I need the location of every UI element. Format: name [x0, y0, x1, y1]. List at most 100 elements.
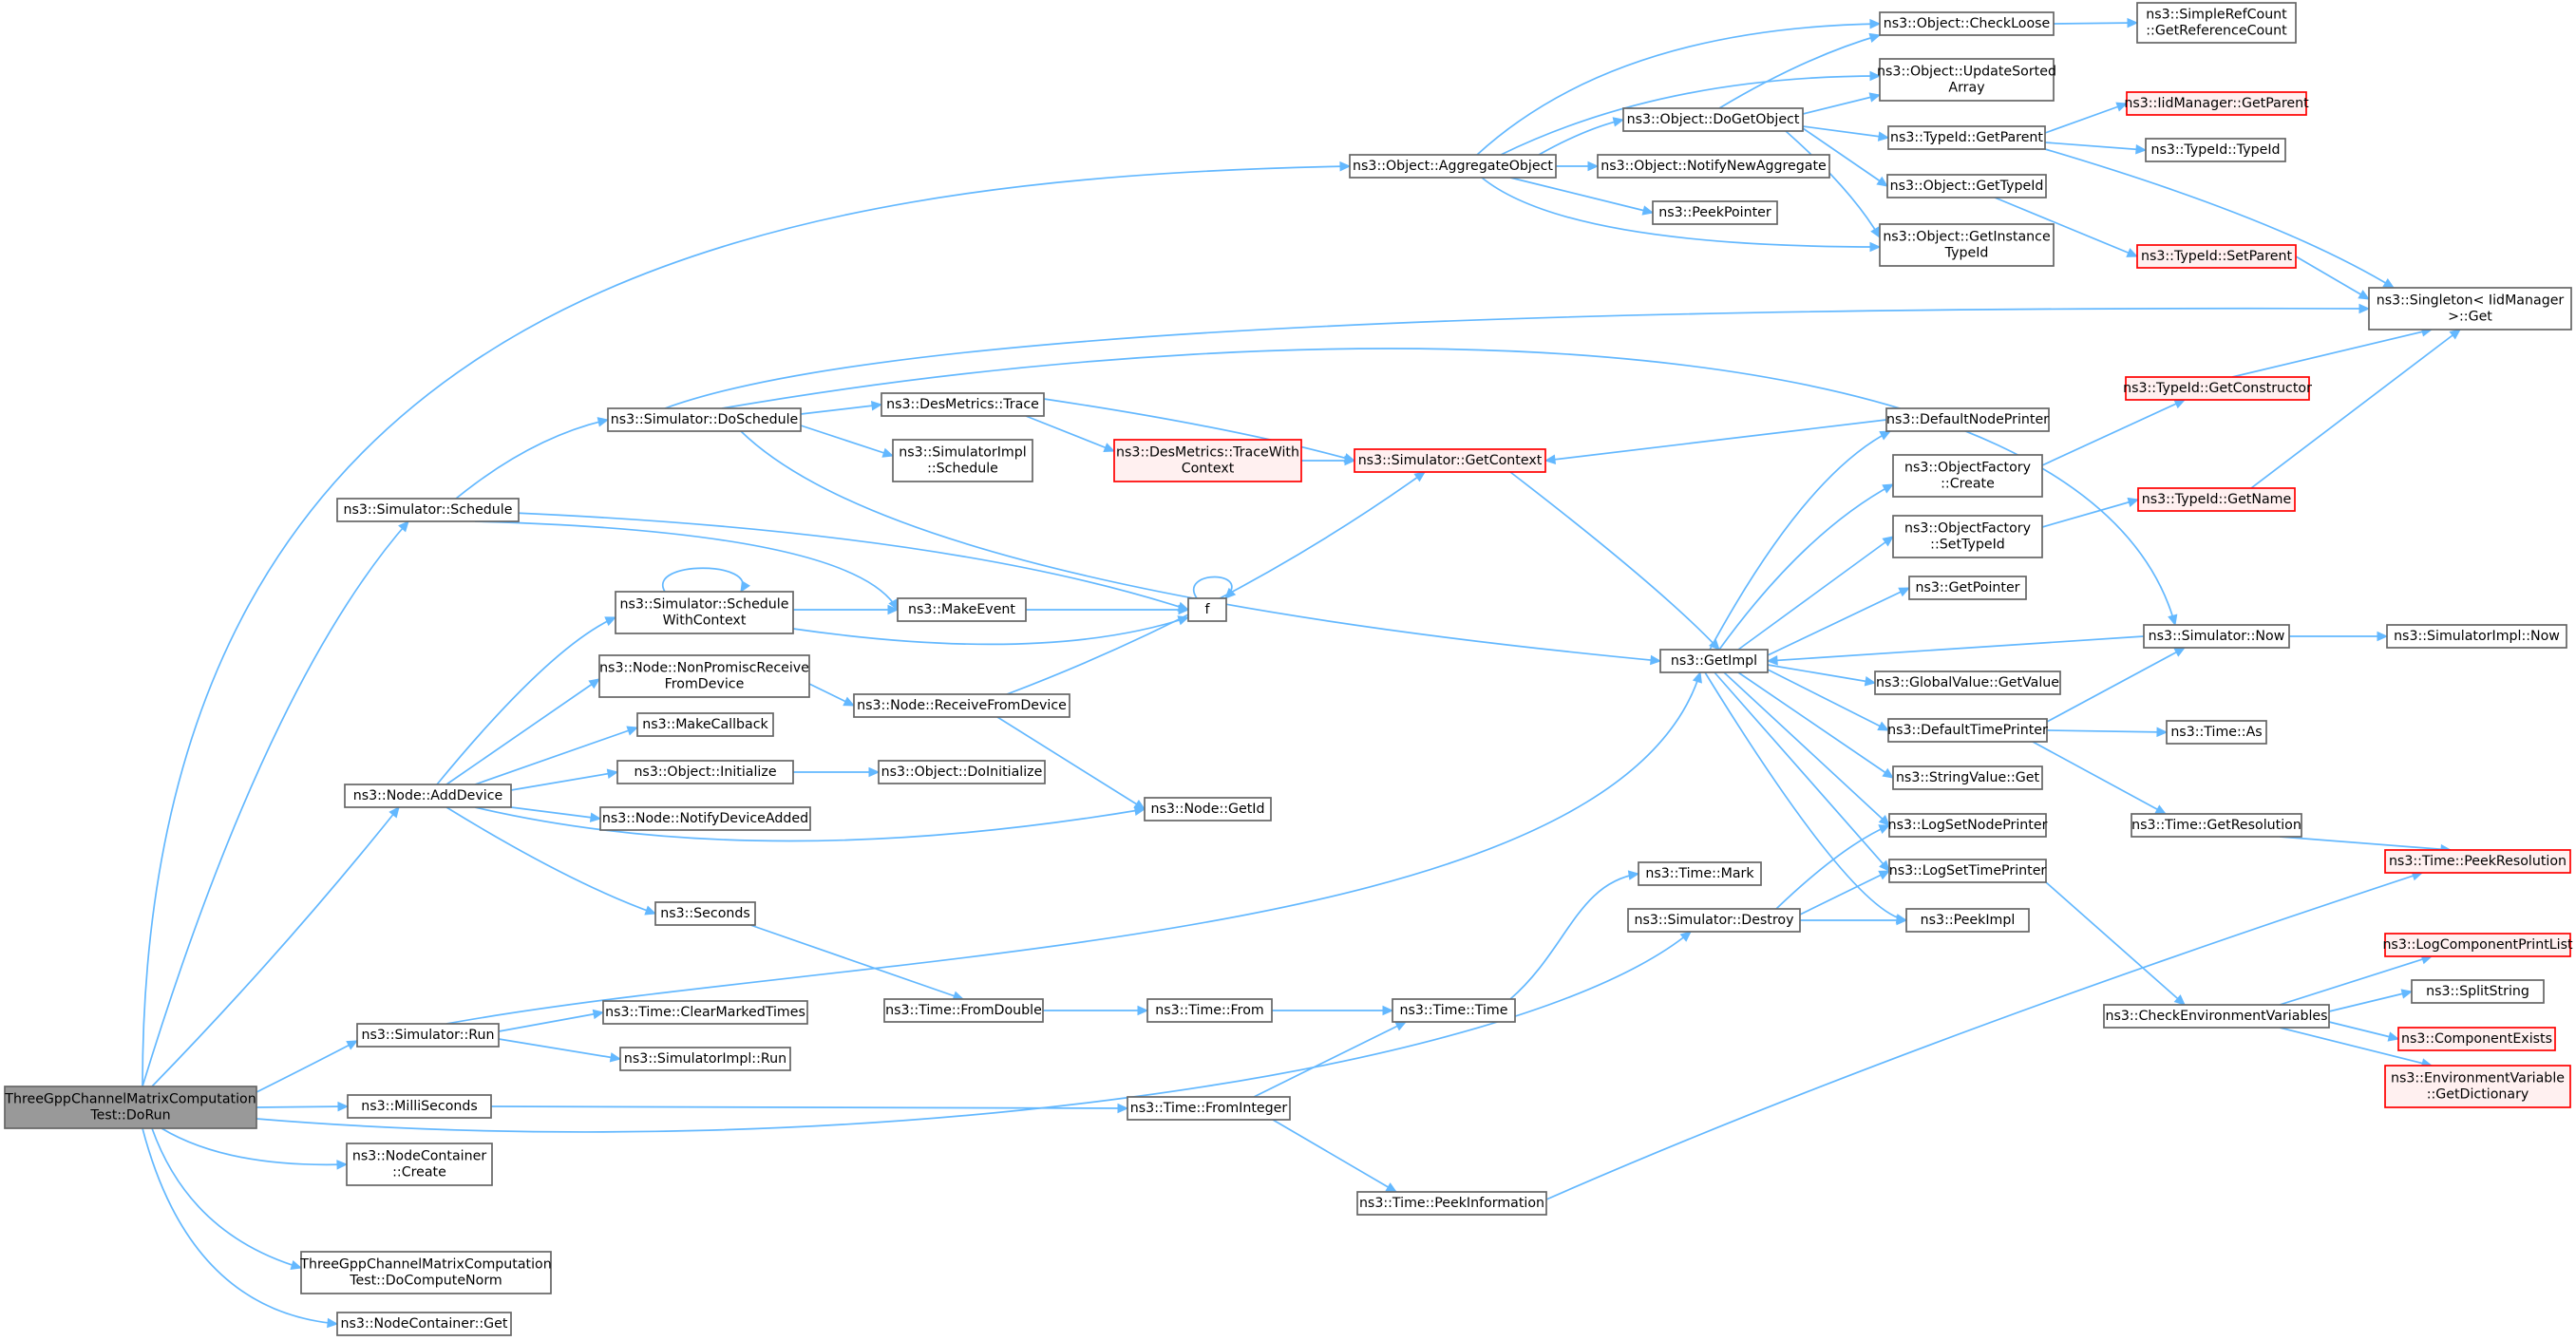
node-sim-impl-schedule[interactable]: ns3::SimulatorImpl::Schedule — [892, 439, 1033, 482]
edge-addDevice-to-schedWithCtx — [436, 616, 617, 785]
node-label: ns3::SplitString — [2426, 984, 2529, 999]
node-of-create[interactable]: ns3::ObjectFactory::Create — [1892, 454, 2043, 498]
edge-desTraceCtx-to-getContext — [1301, 455, 1356, 466]
node-time-mark[interactable]: ns3::Time::Mark — [1638, 861, 1762, 886]
node-iid-get-parent[interactable]: ns3::IidManager::GetParent — [2124, 91, 2309, 116]
node-tid-get-name[interactable]: ns3::TypeId::GetName — [2137, 487, 2296, 512]
node-obj-get-type-id[interactable]: ns3::Object::GetTypeId — [1886, 174, 2047, 198]
node-sim-impl-now[interactable]: ns3::SimulatorImpl::Now — [2386, 624, 2567, 649]
node-do-compute-norm[interactable]: ThreeGppChannelMatrixComputationTest::Do… — [299, 1251, 552, 1294]
node-sim-impl-run[interactable]: ns3::SimulatorImpl::Run — [619, 1047, 791, 1071]
node-obj-initialize[interactable]: ns3::Object::Initialize — [616, 760, 794, 784]
edge-tidGetParent-to-iidGetParent — [2044, 102, 2129, 134]
node-of-set-type-id[interactable]: ns3::ObjectFactory::SetTypeId — [1892, 515, 2043, 558]
node-label: ns3::LogComponentPrintList — [2382, 937, 2573, 953]
node-tid-get-parent[interactable]: ns3::TypeId::GetParent — [1887, 125, 2046, 150]
node-nc-get[interactable]: ns3::NodeContainer::Get — [336, 1312, 512, 1336]
node-get-ref-count[interactable]: ns3::SimpleRefCount::GetReferenceCount — [2136, 2, 2297, 44]
node-check-env-vars[interactable]: ns3::CheckEnvironmentVariables — [2103, 1004, 2330, 1029]
node-label: ns3::SimulatorImpl — [899, 445, 1026, 461]
node-make-event[interactable]: ns3::MakeEvent — [897, 597, 1027, 622]
node-singleton-get[interactable]: ns3::Singleton< IidManager >::Get — [2368, 287, 2572, 331]
edge-getImpl-to-logSetNodePrinter — [1723, 671, 1890, 826]
node-gv-get-value[interactable]: ns3::GlobalValue::GetValue — [1874, 670, 2061, 695]
node-tid-set-parent[interactable]: ns3::TypeId::SetParent — [2136, 244, 2297, 269]
node-component-exists[interactable]: ns3::ComponentExists — [2397, 1027, 2556, 1051]
node-label: ns3::DefaultNodePrinter — [1886, 412, 2049, 427]
node-string-value-get[interactable]: ns3::StringValue::Get — [1892, 765, 2043, 790]
node-notify-device-added[interactable]: ns3::Node::NotifyDeviceAdded — [599, 806, 811, 831]
edge-schedWithCtx-to-schedWithCtx — [661, 567, 750, 594]
node-f[interactable]: f — [1187, 597, 1227, 622]
edge-getContext-to-getImpl — [1509, 471, 1720, 651]
node-tid-get-constructor[interactable]: ns3::TypeId::GetConstructor — [2123, 376, 2312, 401]
node-clear-marked-times[interactable]: ns3::Time::ClearMarkedTimes — [602, 1000, 808, 1025]
node-tid-type-id[interactable]: ns3::TypeId::TypeId — [2145, 138, 2286, 162]
node-label: ::Create — [392, 1165, 446, 1180]
node-log-set-node-printer[interactable]: ns3::LogSetNodePrinter — [1888, 813, 2048, 838]
edge-getImpl-to-ofCreate — [1718, 483, 1895, 651]
node-notify-new-agg[interactable]: ns3::Object::NotifyNewAggregate — [1597, 154, 1830, 179]
edge-tidGetName-to-singletonGet — [2250, 329, 2461, 489]
edge-checkEnvVars-to-logCompPrintList — [2279, 954, 2434, 1006]
node-default-node-printer[interactable]: ns3::DefaultNodePrinter — [1885, 407, 2050, 432]
node-peek-pointer[interactable]: ns3::PeekPointer — [1652, 200, 1778, 225]
node-time-time[interactable]: ns3::Time::Time — [1392, 998, 1516, 1023]
node-receive-from-device[interactable]: ns3::Node::ReceiveFromDevice — [853, 693, 1070, 718]
node-log-set-time-printer[interactable]: ns3::LogSetTimePrinter — [1888, 859, 2047, 883]
node-time-from-integer[interactable]: ns3::Time::FromInteger — [1127, 1096, 1291, 1121]
node-obj-do-initialize[interactable]: ns3::Object::DoInitialize — [878, 760, 1046, 784]
node-label: ns3::GlobalValue::GetValue — [1876, 675, 2059, 690]
node-time-from[interactable]: ns3::Time::From — [1146, 998, 1273, 1023]
node-label: ns3::Seconds — [660, 906, 750, 921]
node-sim-destroy[interactable]: ns3::Simulator::Destroy — [1627, 908, 1801, 933]
node-sim-schedule[interactable]: ns3::Simulator::Schedule — [336, 498, 520, 522]
node-do-get-object[interactable]: ns3::Object::DoGetObject — [1622, 107, 1804, 132]
node-label: ns3::DesMetrics::TraceWith — [1116, 445, 1299, 461]
node-time-as[interactable]: ns3::Time::As — [2166, 720, 2267, 745]
node-label: ns3::TypeId::GetConstructor — [2123, 381, 2312, 396]
node-time-from-double[interactable]: ns3::Time::FromDouble — [883, 998, 1044, 1023]
node-get-impl[interactable]: ns3::GetImpl — [1659, 649, 1769, 673]
node-label: ns3::ObjectFactory — [1904, 461, 2031, 476]
edge-aggregateObject-to-doGetObject — [1538, 117, 1625, 156]
edge-tidGetParent-to-tidTypeId — [2044, 142, 2148, 155]
node-time-peek-resolution[interactable]: ns3::Time::PeekResolution — [2384, 849, 2571, 874]
node-sim-now[interactable]: ns3::Simulator::Now — [2143, 624, 2290, 649]
node-seconds[interactable]: ns3::Seconds — [654, 901, 756, 926]
edge-objGetTypeId-to-tidSetParent — [1994, 197, 2139, 257]
node-log-comp-print-list[interactable]: ns3::LogComponentPrintList — [2382, 933, 2573, 957]
node-env-var-get-dict[interactable]: ns3::EnvironmentVariable::GetDictionary — [2384, 1065, 2571, 1108]
node-default-time-printer[interactable]: ns3::DefaultTimePrinter — [1887, 718, 2048, 743]
node-label: ns3::IidManager::GetParent — [2124, 96, 2309, 111]
node-label: ns3::TypeId::GetName — [2142, 492, 2291, 507]
node-get-context[interactable]: ns3::Simulator::GetContext — [1354, 448, 1546, 473]
node-milli-seconds[interactable]: ns3::MilliSeconds — [347, 1094, 492, 1119]
node-add-device[interactable]: ns3::Node::AddDevice — [344, 784, 512, 808]
node-make-callback[interactable]: ns3::MakeCallback — [636, 712, 774, 737]
node-aggregate-object[interactable]: ns3::Object::AggregateObject — [1349, 154, 1557, 179]
node-get-pointer[interactable]: ns3::GetPointer — [1908, 576, 2027, 600]
node-split-string[interactable]: ns3::SplitString — [2411, 979, 2545, 1004]
node-node-get-id[interactable]: ns3::Node::GetId — [1144, 797, 1272, 822]
node-label: ns3::LogSetTimePrinter — [1889, 863, 2047, 878]
edge-f-to-f — [1193, 576, 1237, 599]
node-root[interactable]: ThreeGppChannelMatrixComputationTest::Do… — [4, 1086, 257, 1129]
edge-doSchedule-to-getImpl — [740, 430, 1662, 666]
node-des-trace[interactable]: ns3::DesMetrics::Trace — [881, 392, 1045, 417]
node-label: Array — [1948, 81, 1984, 96]
node-time-get-resolution[interactable]: ns3::Time::GetResolution — [2131, 813, 2302, 838]
node-check-loose[interactable]: ns3::Object::CheckLoose — [1879, 11, 2055, 36]
edge-checkLoose-to-getRefCount — [2053, 17, 2139, 28]
node-sim-run[interactable]: ns3::Simulator::Run — [356, 1023, 500, 1048]
node-nc-create[interactable]: ns3::NodeContainer::Create — [346, 1143, 493, 1186]
node-time-peek-info[interactable]: ns3::Time::PeekInformation — [1356, 1191, 1547, 1216]
node-label: ns3::StringValue::Get — [1896, 770, 2040, 785]
node-peek-impl[interactable]: ns3::PeekImpl — [1905, 908, 2030, 933]
node-do-schedule[interactable]: ns3::Simulator::DoSchedule — [607, 407, 802, 432]
